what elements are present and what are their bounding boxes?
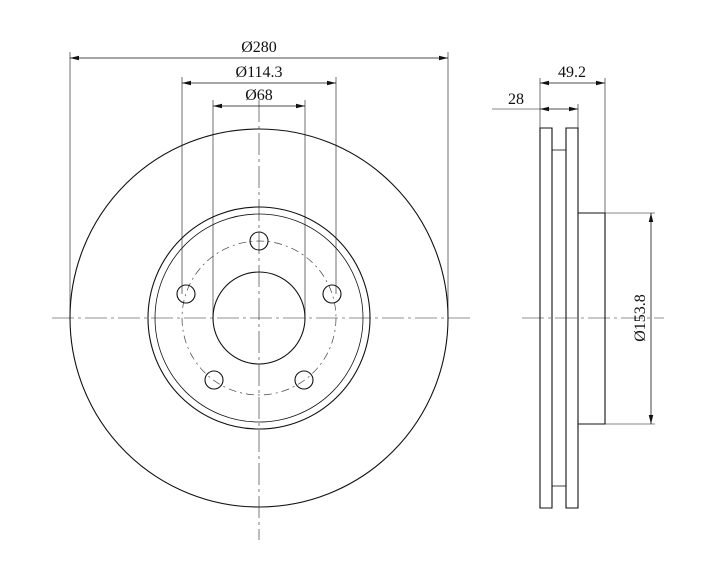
bolt-pitch-circle <box>181 240 337 396</box>
hub-inner-circle <box>154 213 364 423</box>
bolt-hole <box>176 284 196 304</box>
hub-outer-circle <box>147 206 371 430</box>
side-view: 49.2 28 Ø153.8 <box>492 64 664 509</box>
hub-diameter-label: Ø153.8 <box>632 294 649 342</box>
bolt-hole <box>249 231 269 251</box>
bolt-hole <box>322 284 342 304</box>
overall-height-label: 49.2 <box>558 64 586 81</box>
bolt-hole <box>294 370 314 390</box>
bolt-holes <box>176 231 342 390</box>
bolt-hole <box>204 370 224 390</box>
hub-hat-profile <box>578 212 606 425</box>
outer-diameter-label: Ø280 <box>241 39 277 56</box>
front-extension-lines <box>69 52 449 318</box>
front-view: Ø280 Ø114.3 Ø68 <box>52 39 470 540</box>
bolt-circle-label: Ø114.3 <box>236 64 283 81</box>
disc-thickness-label: 28 <box>508 91 524 108</box>
center-bore-label: Ø68 <box>245 87 273 104</box>
